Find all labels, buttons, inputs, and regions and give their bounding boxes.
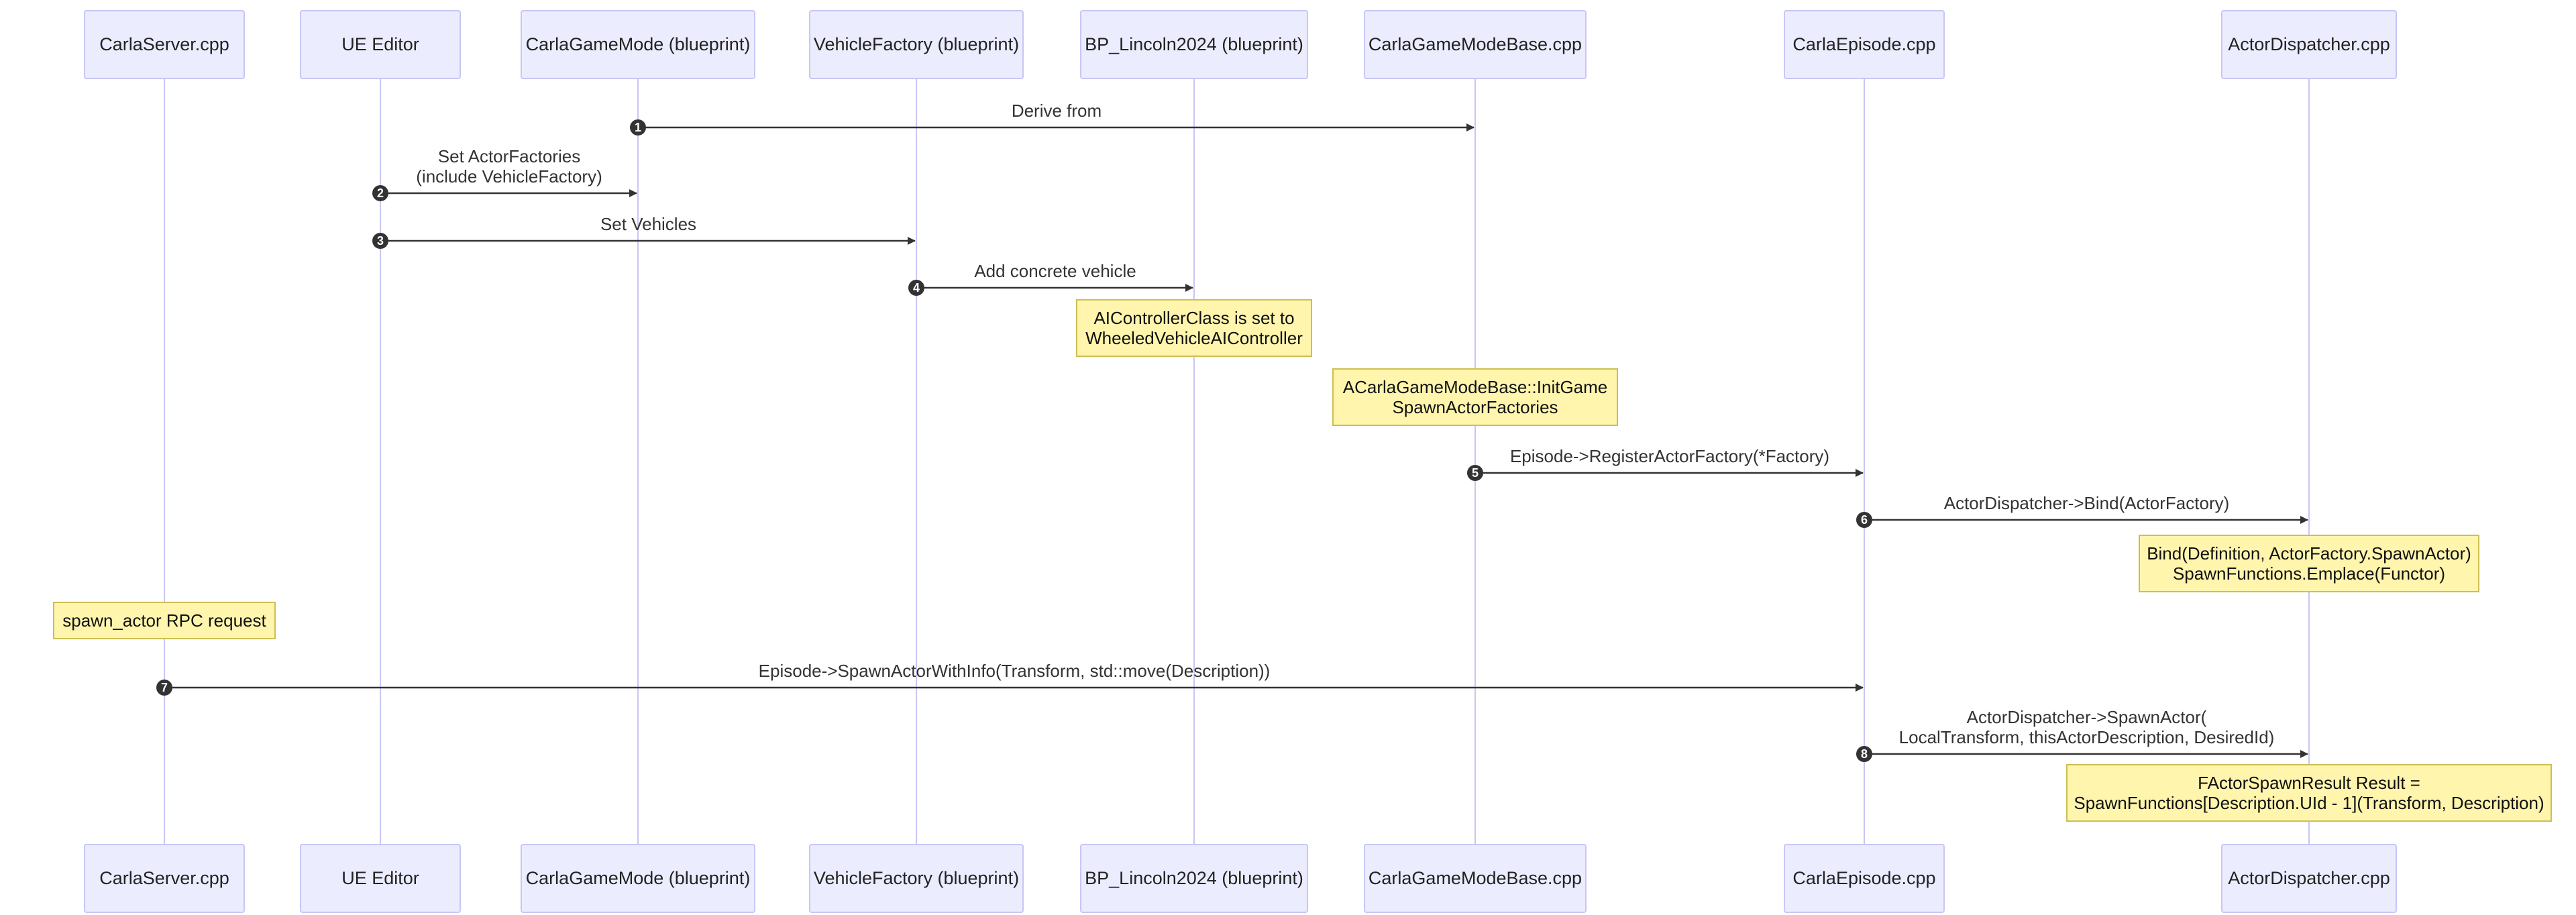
- participant-carla_game_mode_base-top: CarlaGameModeBase.cpp: [1364, 10, 1587, 79]
- message-label-8: ActorDispatcher->SpawnActor(LocalTransfo…: [1899, 707, 2275, 747]
- participant-carla_game_mode-bottom: CarlaGameMode (blueprint): [521, 844, 755, 913]
- sequence-number: 8: [1861, 747, 1868, 761]
- message-arrows: [164, 123, 2308, 758]
- sequence-number: 5: [1472, 466, 1479, 480]
- message-label-6: ActorDispatcher->Bind(ActorFactory): [1944, 493, 2230, 513]
- participant-carla_game_mode_base-bottom: CarlaGameModeBase.cpp: [1364, 844, 1587, 913]
- message-label-3: Set Vehicles: [600, 214, 696, 234]
- sequence-marker-circle: [1467, 465, 1483, 481]
- sequence-number: 4: [913, 281, 920, 294]
- sequence-marker-circle: [372, 185, 388, 201]
- message-label-line: ActorDispatcher->Bind(ActorFactory): [1943, 493, 2230, 513]
- participant-ue_editor-top: UE Editor: [300, 10, 461, 79]
- participant-carla_game_mode-top: CarlaGameMode (blueprint): [521, 10, 755, 79]
- sequence-marker-5: 5: [1467, 465, 1483, 481]
- sequence-number: 2: [377, 186, 384, 200]
- note-line: spawn_actor RPC request: [62, 610, 266, 631]
- note-line: WheeledVehicleAIController: [1085, 328, 1303, 348]
- message-label-line: (include VehicleFactory): [416, 166, 602, 186]
- note-line: Bind(Definition, ActorFactory.SpawnActor…: [2147, 543, 2471, 563]
- note-over-actor_dispatcher: FActorSpawnResult Result =SpawnFunctions…: [2066, 764, 2552, 822]
- participant-vehicle_factory-bottom: VehicleFactory (blueprint): [809, 844, 1024, 913]
- message-label-line: Episode->SpawnActorWithInfo(Transform, s…: [758, 661, 1271, 681]
- sequence-number: 7: [161, 681, 168, 694]
- participant-carla_episode-top: CarlaEpisode.cpp: [1784, 10, 1945, 79]
- message-label-line: LocalTransform, thisActorDescription, De…: [1898, 727, 2275, 747]
- participant-actor_dispatcher-bottom: ActorDispatcher.cpp: [2221, 844, 2397, 913]
- note-line: FActorSpawnResult Result =: [2198, 773, 2420, 793]
- message-label-4: Add concrete vehicle: [974, 261, 1136, 281]
- sequence-marker-circle: [908, 280, 924, 296]
- message-label-line: Derive from: [1011, 101, 1102, 121]
- note-over-actor_dispatcher: Bind(Definition, ActorFactory.SpawnActor…: [2139, 535, 2479, 592]
- message-label-line: ActorDispatcher->SpawnActor(: [1966, 707, 2207, 727]
- message-label-5: Episode->RegisterActorFactory(*Factory): [1510, 446, 1829, 466]
- sequence-number: 1: [635, 121, 641, 134]
- message-label-line: Add concrete vehicle: [974, 261, 1136, 281]
- participant-ue_editor-bottom: UE Editor: [300, 844, 461, 913]
- note-line: SpawnFunctions[Description.UId - 1](Tran…: [2074, 793, 2544, 813]
- sequence-marker-6: 6: [1856, 512, 1872, 528]
- sequence-marker-circle: [1856, 512, 1872, 528]
- sequence-number-markers: 1 2 3 4 5 6 7 8: [156, 119, 1872, 762]
- participant-vehicle_factory-top: VehicleFactory (blueprint): [809, 10, 1024, 79]
- message-label-2: Set ActorFactories(include VehicleFactor…: [416, 146, 602, 186]
- sequence-marker-7: 7: [156, 680, 172, 696]
- note-over-carla_server: spawn_actor RPC request: [53, 602, 276, 639]
- participant-carla_server-bottom: CarlaServer.cpp: [84, 844, 245, 913]
- sequence-number: 6: [1861, 513, 1868, 527]
- sequence-marker-circle: [1856, 746, 1872, 762]
- note-line: ACarlaGameModeBase::InitGame: [1342, 377, 1608, 397]
- sequence-marker-2: 2: [372, 185, 388, 201]
- sequence-marker-8: 8: [1856, 746, 1872, 762]
- sequence-marker-circle: [630, 119, 646, 136]
- sequence-number: 3: [377, 234, 384, 248]
- note-line: SpawnFunctions.Emplace(Functor): [2172, 563, 2446, 584]
- sequence-marker-circle: [372, 233, 388, 249]
- lifelines: [164, 79, 2310, 844]
- participant-carla_server-top: CarlaServer.cpp: [84, 10, 245, 79]
- note-line: SpawnActorFactories: [1392, 397, 1558, 417]
- message-label-7: Episode->SpawnActorWithInfo(Transform, s…: [759, 661, 1271, 681]
- message-label-line: Episode->RegisterActorFactory(*Factory): [1509, 446, 1830, 466]
- note-line: AIControllerClass is set to: [1093, 308, 1295, 328]
- sequence-marker-circle: [156, 680, 172, 696]
- message-label-line: Set ActorFactories: [437, 146, 581, 166]
- sequence-marker-3: 3: [372, 233, 388, 249]
- participant-bp_lincoln-top: BP_Lincoln2024 (blueprint): [1080, 10, 1308, 79]
- message-label-line: Set Vehicles: [600, 214, 697, 234]
- message-label-1: Derive from: [1012, 101, 1102, 121]
- sequence-marker-4: 4: [908, 280, 924, 296]
- participant-carla_episode-bottom: CarlaEpisode.cpp: [1784, 844, 1945, 913]
- participant-actor_dispatcher-top: ActorDispatcher.cpp: [2221, 10, 2397, 79]
- participant-bp_lincoln-bottom: BP_Lincoln2024 (blueprint): [1080, 844, 1308, 913]
- sequence-marker-1: 1: [630, 119, 646, 136]
